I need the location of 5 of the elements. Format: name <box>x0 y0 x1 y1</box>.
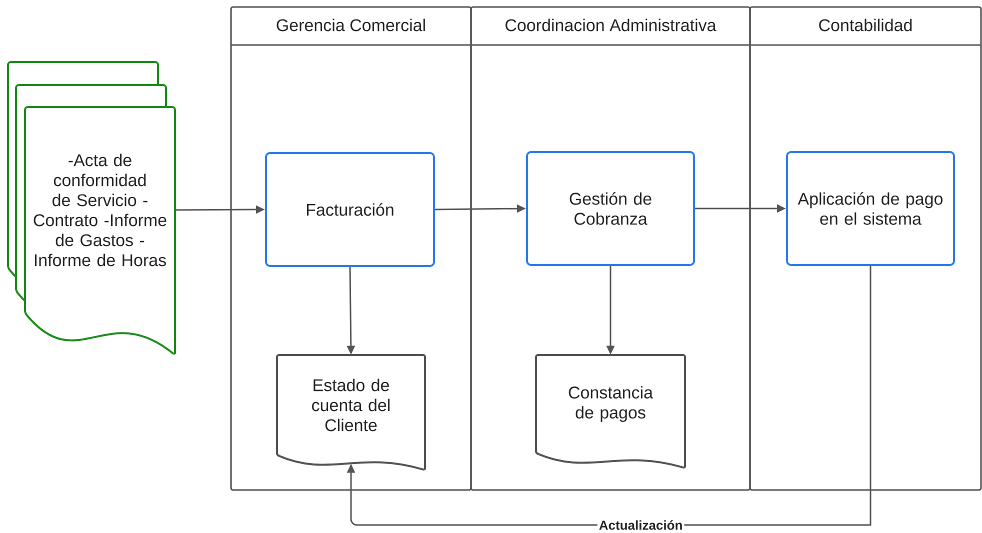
process-box: Aplicación de pago en el sistema <box>786 151 956 266</box>
edge-label: Actualización <box>597 518 684 532</box>
process-box: Gestión de Cobranza <box>526 151 695 266</box>
process-box: Facturación <box>265 152 435 267</box>
arrow <box>346 266 872 526</box>
